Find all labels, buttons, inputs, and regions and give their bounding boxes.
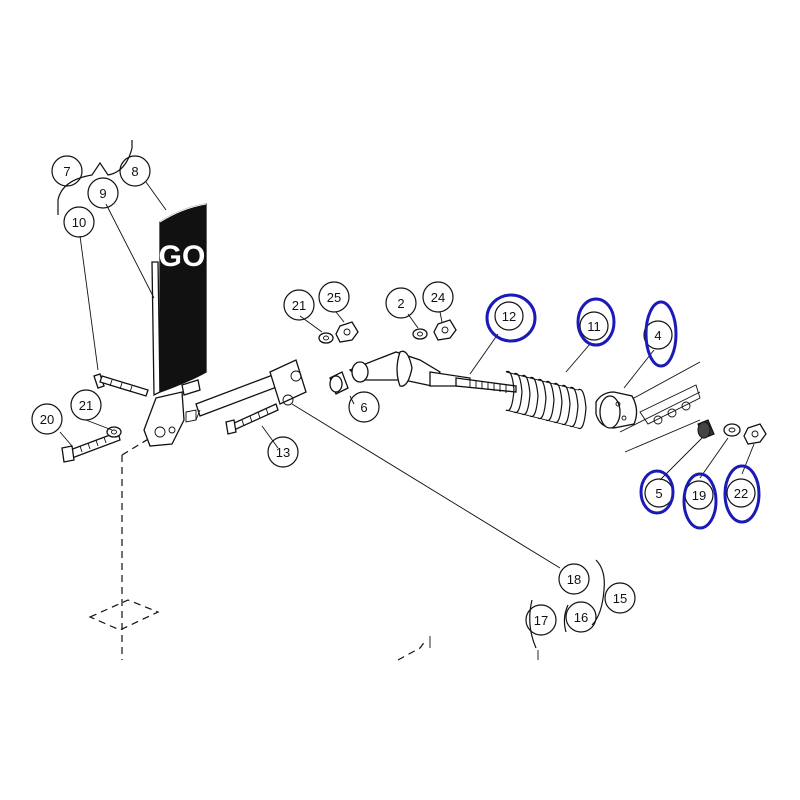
svg-text:11: 11: [587, 319, 601, 334]
svg-text:19: 19: [692, 488, 706, 503]
bolt-10: [93, 373, 149, 397]
svg-text:25: 25: [327, 290, 341, 305]
svg-text:21: 21: [292, 298, 306, 313]
svg-text:4: 4: [654, 328, 661, 343]
callout-13: 13: [267, 436, 299, 468]
callout-21-lower: 21: [70, 389, 102, 421]
bracket-group-15: [529, 559, 605, 649]
svg-text:13: 13: [276, 445, 290, 460]
svg-text:7: 7: [63, 164, 70, 179]
svg-text:18: 18: [567, 572, 581, 587]
nut-25: [335, 321, 359, 343]
callout-12-highlighted: 12: [485, 293, 537, 343]
callout-2: 2: [385, 287, 417, 319]
svg-text:12: 12: [502, 309, 516, 324]
callout-17: 17: [525, 604, 557, 636]
svg-text:17: 17: [534, 613, 548, 628]
spring-11: [505, 370, 587, 430]
svg-text:22: 22: [734, 486, 748, 501]
svg-text:24: 24: [431, 290, 445, 305]
callout-21-upper: 21: [283, 289, 315, 321]
nut-22: [743, 423, 767, 445]
callout-16: 16: [565, 601, 597, 633]
threaded-rod-12: [455, 377, 517, 393]
callouts: 7 8 9 10 21 20 21 25: [31, 155, 761, 636]
washer-19: [723, 423, 741, 437]
callout-4-highlighted: 4: [643, 300, 678, 368]
callout-7: 7: [51, 155, 83, 187]
svg-text:10: 10: [72, 215, 86, 230]
svg-text:21: 21: [79, 398, 93, 413]
callout-11-highlighted: 11: [576, 297, 616, 347]
callout-6: 6: [348, 391, 380, 423]
callout-20: 20: [31, 403, 63, 435]
callout-10: 10: [63, 206, 95, 238]
bracket-group-7: [57, 140, 133, 215]
svg-text:9: 9: [99, 186, 106, 201]
callout-22-highlighted: 22: [723, 464, 761, 524]
spacer-5: [697, 419, 715, 439]
rod-end-linkage: [348, 350, 471, 387]
svg-text:16: 16: [574, 610, 588, 625]
bolt-20: [61, 431, 121, 463]
accelerator-pedal: GO: [143, 203, 207, 447]
svg-text:2: 2: [397, 296, 404, 311]
spring-cup-4: [595, 391, 638, 429]
pedal-go-label: GO: [159, 240, 206, 273]
svg-text:20: 20: [40, 412, 54, 427]
svg-text:5: 5: [655, 486, 662, 501]
callout-5-highlighted: 5: [639, 469, 675, 515]
callout-19-highlighted: 19: [682, 472, 718, 530]
callout-18: 18: [558, 563, 590, 595]
callout-15: 15: [604, 582, 636, 614]
washer-2: [412, 328, 428, 340]
pedal-pad: [159, 203, 207, 393]
pedal-shaft: [185, 359, 307, 423]
svg-text:8: 8: [131, 164, 138, 179]
callout-8: 8: [119, 155, 151, 187]
svg-text:6: 6: [360, 400, 367, 415]
nut-24: [433, 319, 457, 341]
bolt-13: [225, 403, 279, 435]
spacer-6: [329, 371, 349, 395]
callout-25: 25: [318, 281, 350, 313]
callout-9: 9: [87, 177, 119, 209]
svg-text:15: 15: [613, 591, 627, 606]
callout-24: 24: [422, 281, 454, 313]
washer-21-upper: [318, 332, 334, 344]
